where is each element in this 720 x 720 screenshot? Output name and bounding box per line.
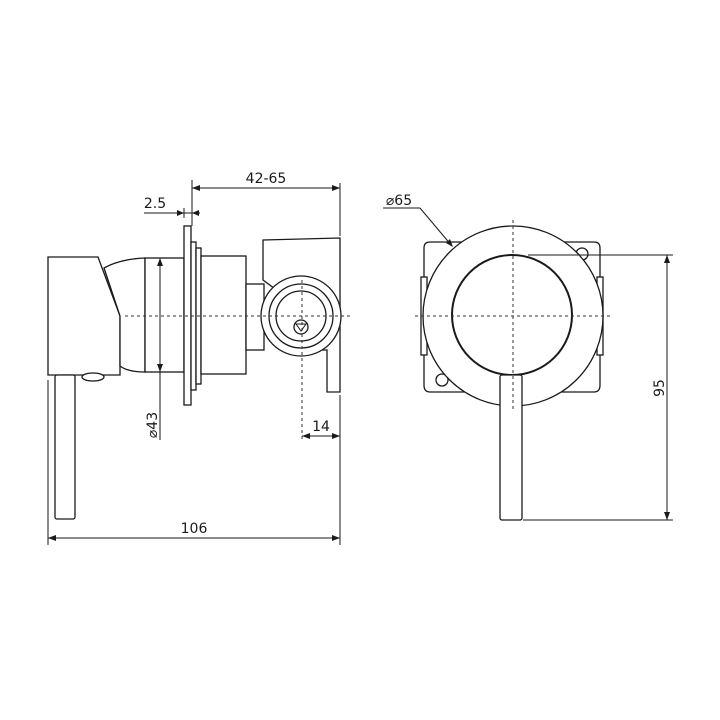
knob: [81, 372, 105, 382]
dim-diameter-43: ⌀43: [145, 258, 163, 440]
dim-diameter-65: ⌀65: [383, 193, 453, 247]
cylinder-body: [144, 257, 185, 373]
dim-label: 42-65: [246, 171, 287, 187]
dim-14: 14: [302, 395, 341, 442]
handle-hub: [451, 254, 573, 376]
lever: [499, 374, 523, 521]
dim-106: 106: [47, 380, 341, 545]
side-view: 42-65 2.5 ⌀43 14 106: [47, 171, 350, 545]
dim-label: 95: [652, 379, 668, 397]
mount-hole: [435, 373, 449, 387]
front-view: ⌀65 95: [383, 193, 673, 521]
dim-label: 106: [181, 521, 208, 537]
lever: [54, 374, 76, 520]
spindle-triangle-icon: [295, 323, 307, 332]
dim-42-65: 42-65: [191, 171, 341, 236]
valve-spindle: [293, 319, 309, 335]
dim-label: 14: [312, 419, 330, 435]
dim-2-5: 2.5: [144, 196, 200, 218]
dim-95: 95: [523, 254, 673, 521]
valve-body: [200, 255, 247, 375]
dim-label: ⌀43: [145, 412, 161, 438]
dim-label: ⌀65: [386, 193, 412, 209]
dim-label: 2.5: [144, 196, 166, 212]
